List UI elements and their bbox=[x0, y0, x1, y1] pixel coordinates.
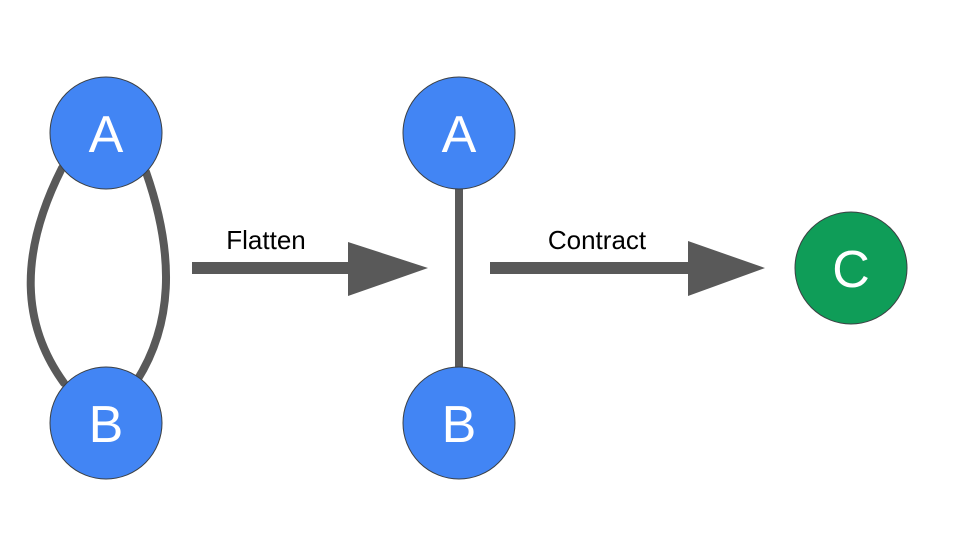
flatten-step: Flatten bbox=[192, 225, 428, 296]
contract-step: Contract bbox=[490, 225, 765, 296]
node-a: A bbox=[49, 76, 163, 190]
node-c-label: C bbox=[832, 241, 870, 299]
node-b-label: B bbox=[442, 396, 477, 454]
node-b-label: B bbox=[89, 396, 124, 454]
contract-label: Contract bbox=[548, 225, 647, 255]
node-a-circle bbox=[49, 76, 163, 190]
contract-arrow-shaft bbox=[490, 262, 692, 274]
curved-edge-left bbox=[26, 164, 68, 387]
node-b: B bbox=[402, 366, 516, 480]
node-c-circle bbox=[794, 211, 908, 325]
flatten-label: Flatten bbox=[226, 225, 306, 255]
flatten-arrow-shaft bbox=[192, 262, 352, 274]
multigraph: A B bbox=[26, 76, 171, 480]
curved-edge-right bbox=[132, 168, 171, 386]
node-b: B bbox=[49, 366, 163, 480]
flatten-arrow-head bbox=[348, 242, 428, 296]
node-b-circle bbox=[49, 366, 163, 480]
node-a-label: A bbox=[89, 106, 124, 164]
contracted-graph: C bbox=[794, 211, 908, 325]
node-a-label: A bbox=[442, 106, 477, 164]
node-b-circle bbox=[402, 366, 516, 480]
node-c: C bbox=[794, 211, 908, 325]
simple-graph: A B bbox=[402, 76, 516, 480]
node-a: A bbox=[402, 76, 516, 190]
node-a-circle bbox=[402, 76, 516, 190]
contract-arrow-head bbox=[688, 241, 765, 296]
